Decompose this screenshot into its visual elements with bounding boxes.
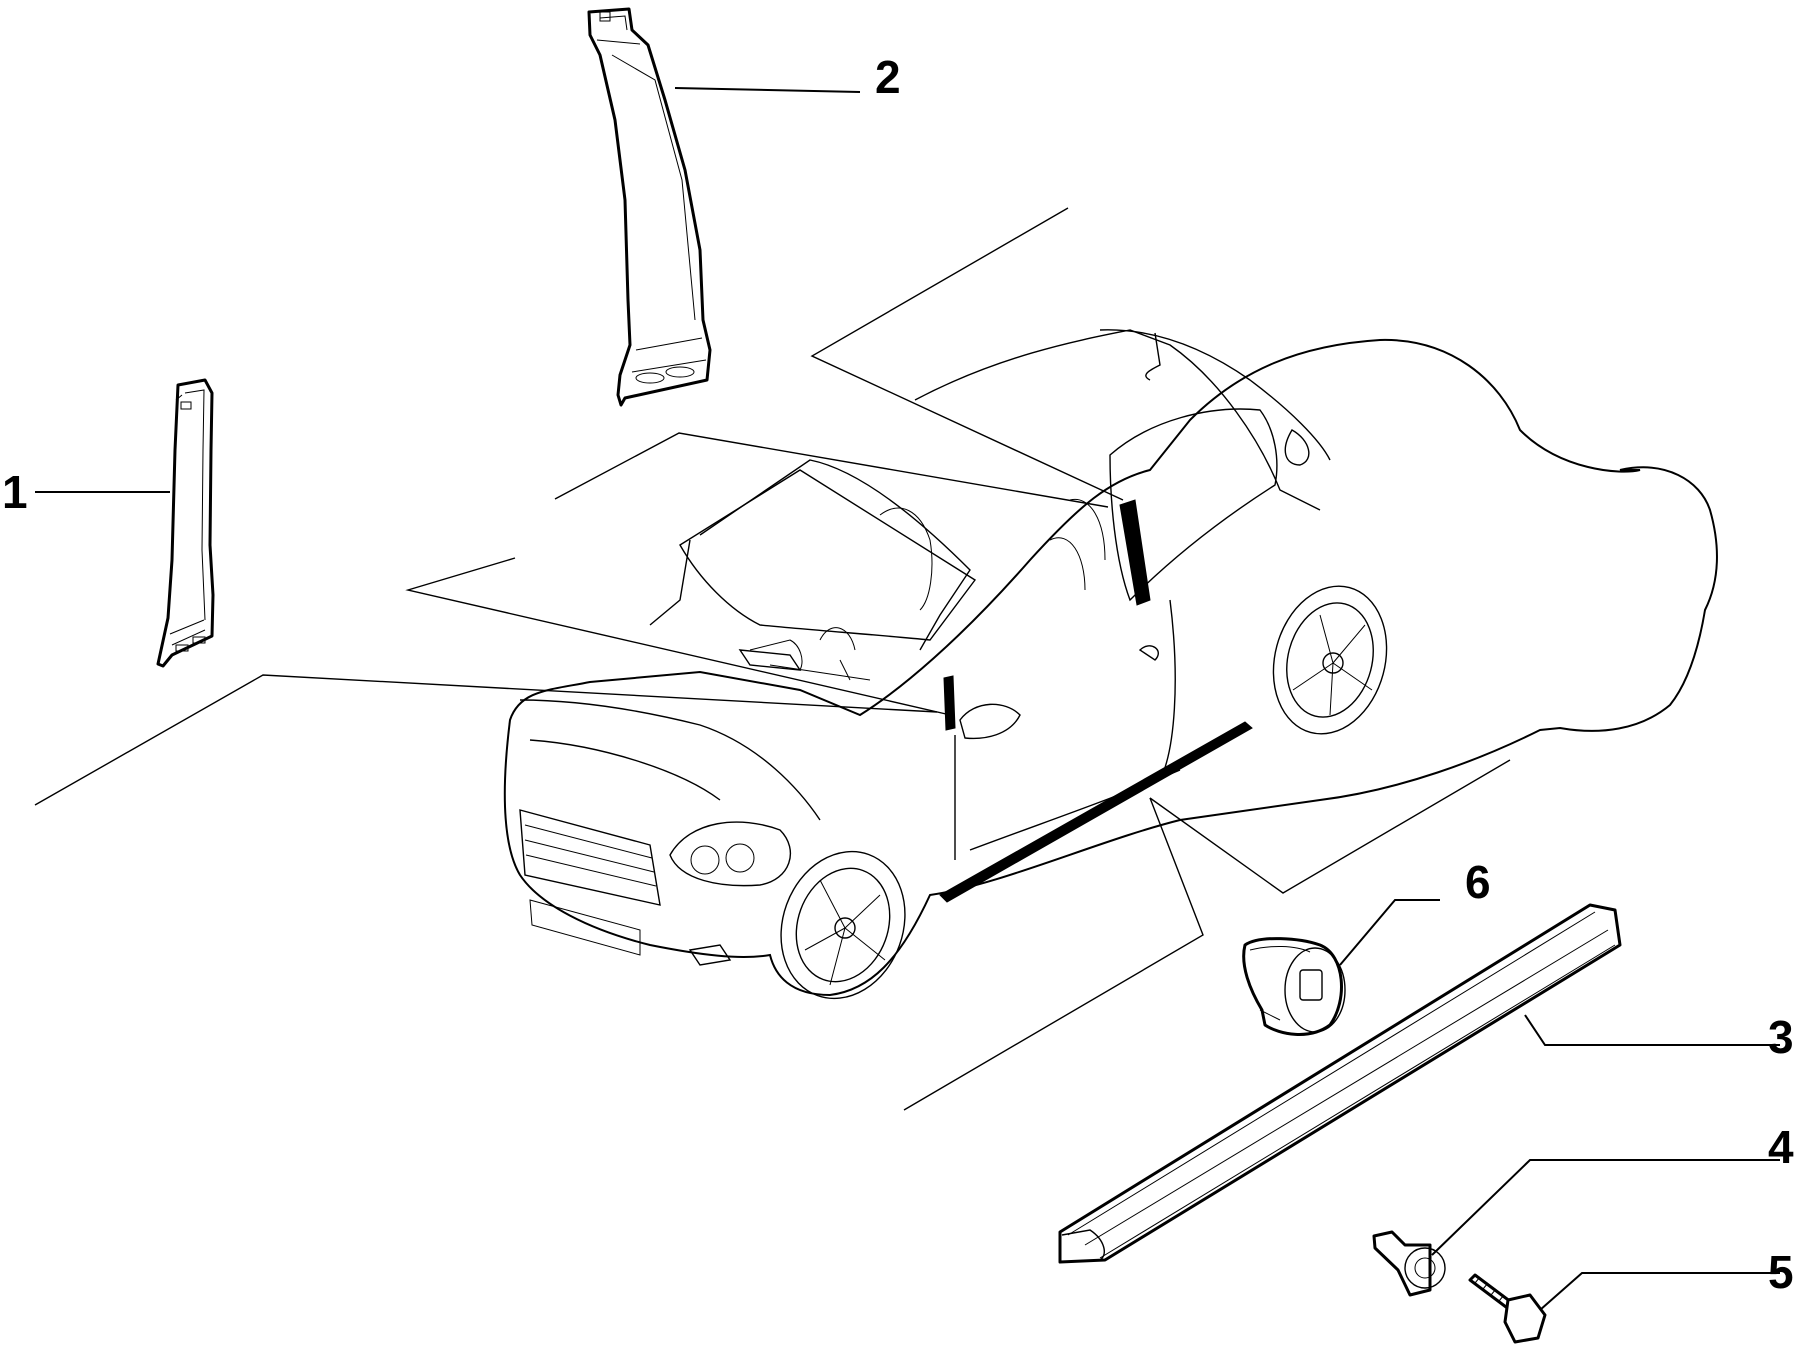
part-3-side-skirt bbox=[1058, 903, 1622, 1264]
part-4-clip bbox=[1372, 1230, 1446, 1297]
reference-lines bbox=[34, 207, 1511, 1111]
part-1-front-pillar-trim bbox=[156, 378, 215, 668]
callout-labels: 1 2 3 4 5 6 bbox=[2, 51, 1794, 1298]
callout-4: 4 bbox=[1768, 1121, 1794, 1173]
part-6-fastener bbox=[1242, 937, 1346, 1036]
rear-wheel bbox=[1272, 585, 1388, 735]
leader-lines bbox=[35, 87, 1780, 1311]
callout-3: 3 bbox=[1768, 1011, 1794, 1063]
front-wheel bbox=[780, 850, 906, 1000]
part-2-rear-pillar-trim bbox=[587, 7, 712, 407]
callout-1: 1 bbox=[2, 466, 28, 518]
part-5-screw bbox=[1468, 1273, 1547, 1344]
car-illustration bbox=[503, 329, 1718, 1000]
callout-2: 2 bbox=[875, 51, 901, 103]
callout-6: 6 bbox=[1465, 856, 1491, 908]
callout-5: 5 bbox=[1768, 1246, 1794, 1298]
